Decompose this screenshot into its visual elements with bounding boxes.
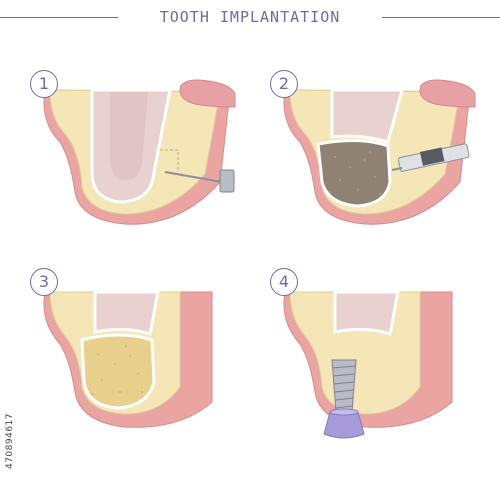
step-4-panel: 4 <box>270 262 470 442</box>
stock-id-watermark: 470894617 <box>3 388 15 498</box>
page-title: TOOTH IMPLANTATION <box>159 8 341 26</box>
title-rule-right <box>382 17 500 18</box>
step-2-panel: 2 <box>270 62 476 242</box>
step-1-illustration <box>43 79 236 225</box>
step-1-panel: 1 <box>30 62 236 242</box>
step-1-badge: 1 <box>30 70 58 98</box>
step-4-illustration <box>283 290 453 439</box>
step-2-illustration <box>283 79 476 225</box>
lip <box>419 79 476 108</box>
bone-graft <box>316 138 392 208</box>
tool-handle <box>219 169 235 193</box>
implant-abutment <box>323 411 365 439</box>
step-3-panel: 3 <box>30 262 230 442</box>
implant-screw <box>331 359 357 413</box>
step-3-illustration <box>43 290 213 428</box>
header: TOOTH IMPLANTATION <box>0 0 500 36</box>
lip <box>179 79 236 108</box>
step-4-badge: 4 <box>270 268 298 296</box>
stock-id-text: 470894617 <box>5 412 15 470</box>
elevator-tool <box>164 171 223 183</box>
tooth-root <box>333 290 400 336</box>
step-2-badge: 2 <box>270 70 298 98</box>
step-3-badge: 3 <box>30 268 58 296</box>
tooth-root <box>330 88 404 144</box>
healed-bone <box>80 333 156 410</box>
title-rule-left <box>0 17 118 18</box>
syringe-tool <box>391 143 470 172</box>
tooth-root <box>93 290 160 336</box>
